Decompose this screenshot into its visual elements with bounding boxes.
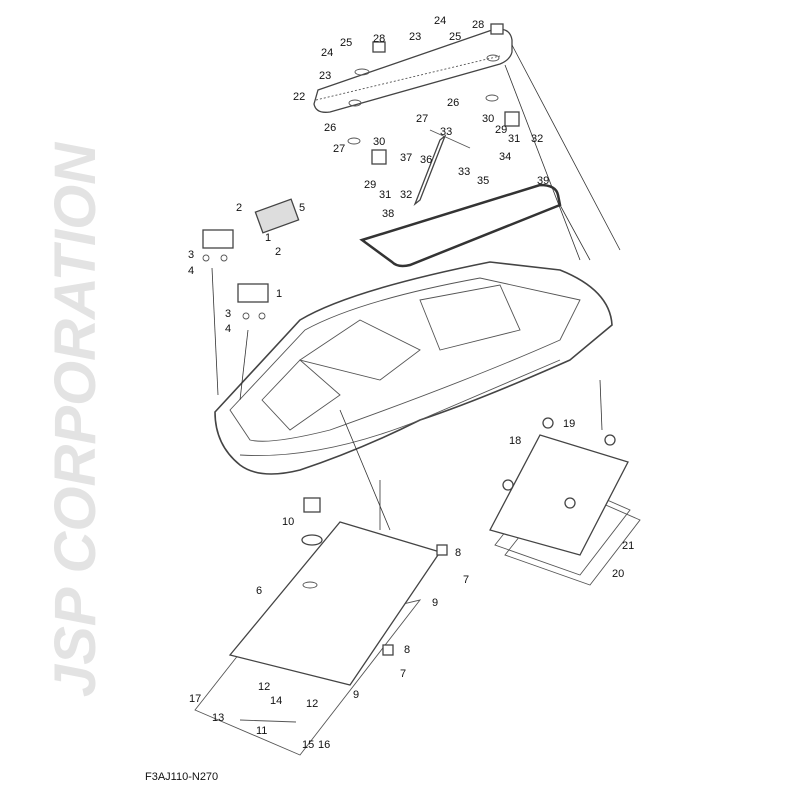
diagram-code: F3AJ110-N270 [145, 771, 218, 783]
callout: 23 [409, 31, 421, 43]
callout: 20 [612, 568, 624, 580]
callout: 29 [495, 124, 507, 136]
callout: 32 [400, 189, 412, 201]
callout: 39 [537, 175, 549, 187]
callout: 8 [404, 644, 410, 656]
callout: 33 [440, 126, 452, 138]
callout: 36 [420, 154, 432, 166]
callout: 37 [400, 152, 412, 164]
callout: 24 [434, 15, 446, 27]
callout: 7 [463, 574, 469, 586]
callout: 26 [324, 122, 336, 134]
callout: 6 [256, 585, 262, 597]
callout: 5 [299, 202, 305, 214]
boat-hull [214, 261, 613, 475]
callout: 9 [353, 689, 359, 701]
callout: 22 [293, 91, 305, 103]
callout: 30 [482, 113, 494, 125]
callout: 8 [455, 547, 461, 559]
callout: 30 [373, 136, 385, 148]
callout: 4 [188, 265, 194, 277]
callout: 31 [379, 189, 391, 201]
callout: 38 [382, 208, 394, 220]
callout: 3 [225, 308, 231, 320]
callout: 23 [319, 70, 331, 82]
callout: 21 [622, 540, 634, 552]
callout: 26 [447, 97, 459, 109]
callout: 11 [256, 725, 267, 737]
callout: 28 [472, 19, 484, 31]
lid-22 [313, 23, 513, 145]
hinges-and-strut [371, 111, 520, 207]
callout: 27 [416, 113, 428, 125]
callout: 31 [508, 133, 520, 145]
fasteners-left [202, 198, 300, 320]
callout: 1 [265, 232, 271, 244]
callout: 32 [531, 133, 543, 145]
callout: 27 [333, 143, 345, 155]
callout: 25 [340, 37, 352, 49]
callout: 2 [236, 202, 242, 214]
callout: 34 [499, 151, 511, 163]
callout: 12 [306, 698, 318, 710]
callout: 24 [321, 47, 333, 59]
callout: 9 [432, 597, 438, 609]
callout: 18 [509, 435, 521, 447]
callout: 29 [364, 179, 376, 191]
callout: 19 [563, 418, 575, 430]
callout: 2 [275, 246, 281, 258]
seal-39 [359, 183, 562, 268]
callouts: 24 25 28 23 22 24 23 25 28 26 27 26 27 3… [188, 15, 634, 751]
callout: 13 [212, 712, 224, 724]
callout: 3 [188, 249, 194, 261]
callout: 33 [458, 166, 470, 178]
hatch-6 [194, 497, 448, 756]
callout: 25 [449, 31, 461, 43]
callout: 35 [477, 175, 489, 187]
callout: 17 [189, 693, 201, 705]
hatch-18 [489, 417, 641, 586]
callout: 1 [276, 288, 282, 300]
callout: 10 [282, 516, 294, 528]
callout: 4 [225, 323, 231, 335]
watermark: JSP CORPORATION [43, 142, 108, 697]
callout: 16 [318, 739, 330, 751]
callout: 15 [302, 739, 314, 751]
callout: 12 [258, 681, 270, 693]
callout: 7 [400, 668, 406, 680]
callout: 28 [373, 33, 385, 45]
callout: 14 [270, 695, 282, 707]
leader-lines [211, 44, 621, 531]
